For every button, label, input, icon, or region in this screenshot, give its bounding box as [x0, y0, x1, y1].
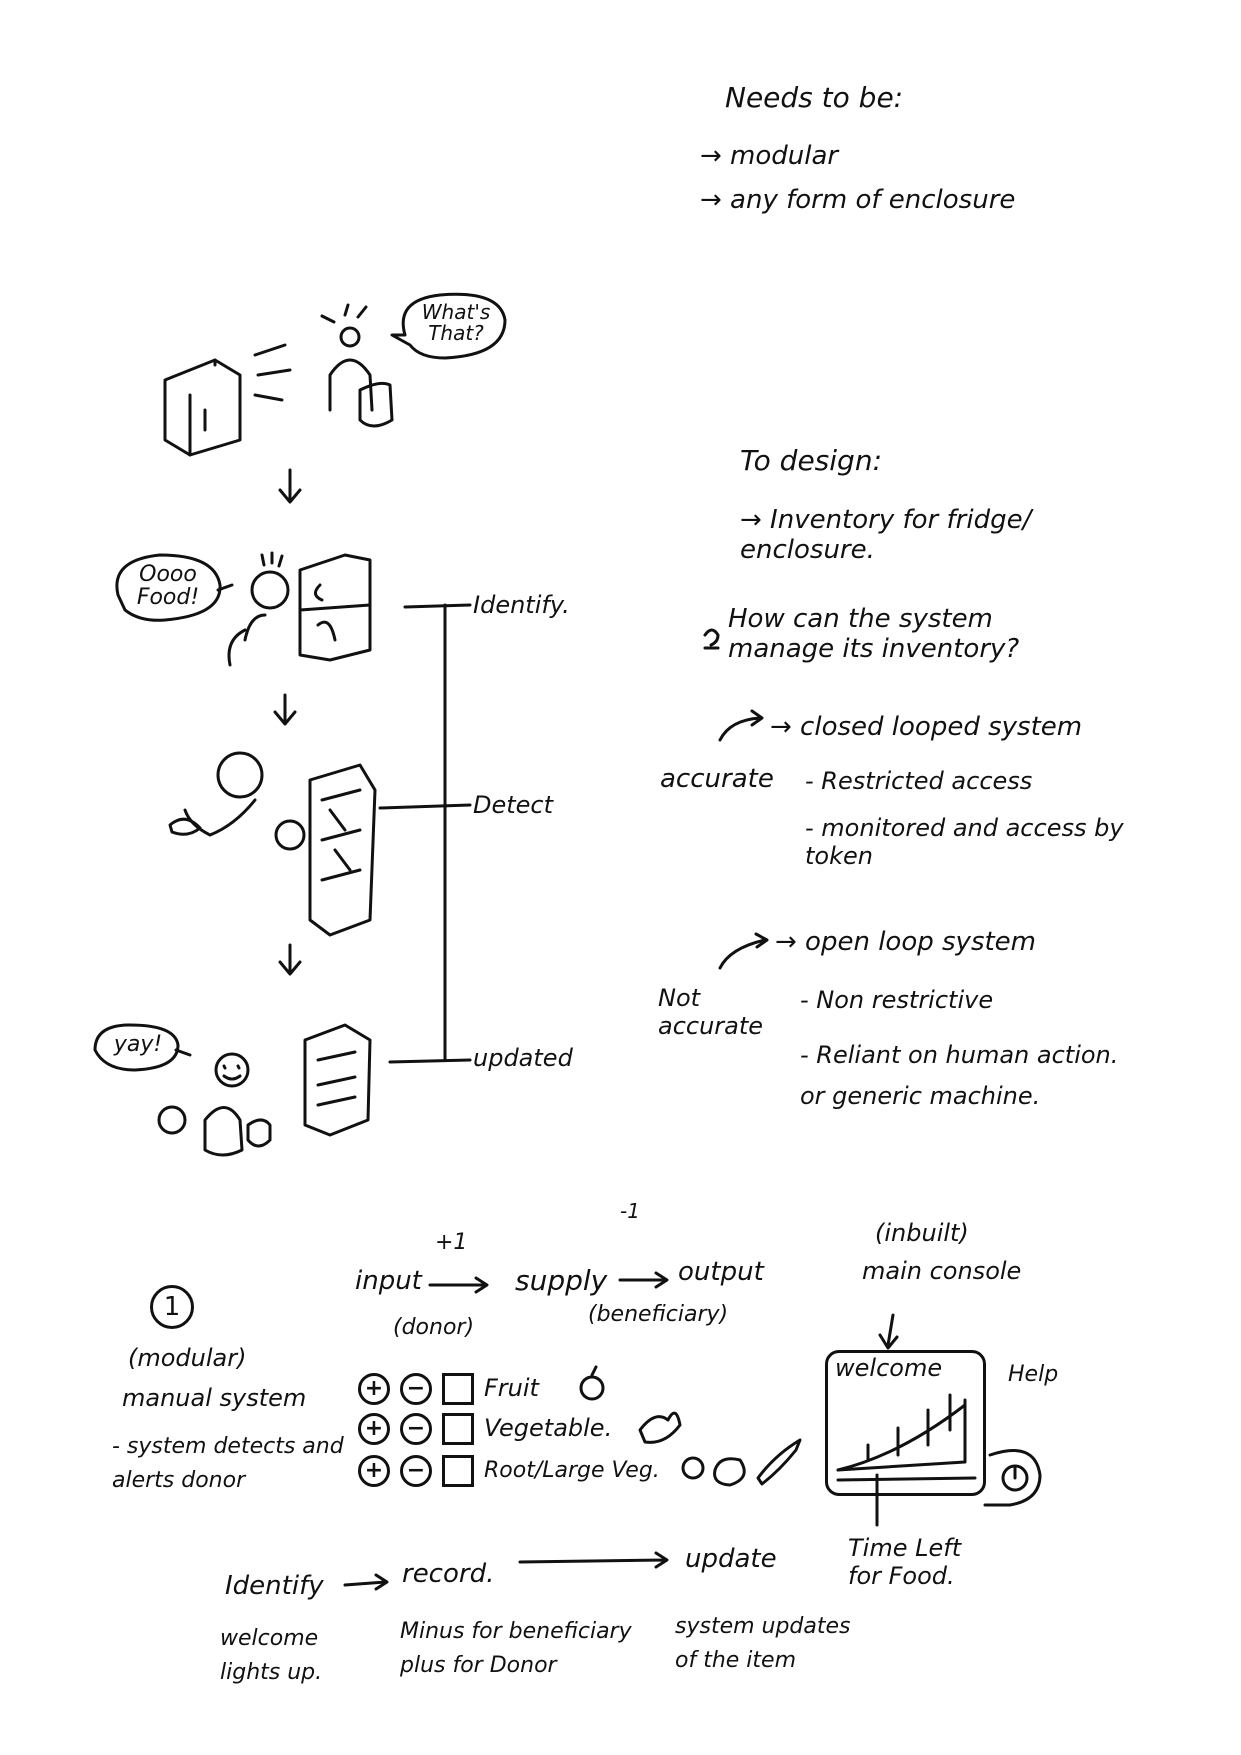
plus-one-label: +1 — [435, 1230, 468, 1255]
open-loop-label: Not accurate — [658, 984, 764, 1040]
console-dial — [983, 1449, 1042, 1507]
open-loop-point-1: - Non restrictive — [800, 986, 994, 1014]
fridge-sketch-3 — [308, 763, 377, 937]
arrow-down-1 — [278, 468, 302, 504]
arrow-down-2 — [273, 693, 297, 726]
console-chart — [836, 1393, 977, 1482]
console-welcome: welcome — [835, 1354, 943, 1382]
flow-identify-desc: welcome lights up. — [220, 1626, 323, 1686]
needs-item-enclosure: → any form of enclosure — [700, 185, 1016, 215]
fridge-sketch-2 — [298, 553, 372, 662]
person-sketch-2 — [227, 551, 290, 667]
flow-record: record. — [402, 1559, 495, 1589]
closed-loop-label: accurate — [660, 764, 774, 794]
arrow-identify-record — [343, 1573, 389, 1591]
needs-heading: Needs to be: — [725, 81, 904, 114]
closed-loop-title: → closed looped system — [770, 712, 1083, 742]
person-sketch-3 — [168, 751, 306, 851]
design-item-inventory: → Inventory for fridge/ enclosure. — [740, 505, 1032, 565]
arrow-supply-output — [618, 1271, 669, 1289]
flow-record-desc: Minus for beneficiary plus for Donor — [400, 1619, 632, 1679]
item-label: Fruit — [484, 1374, 539, 1403]
speech-bubble-2 — [115, 553, 234, 622]
bubble-oooo-food: Oooo Food! — [136, 562, 200, 611]
console-help-button[interactable]: Help — [1008, 1362, 1059, 1387]
minus-one-label: -1 — [620, 1199, 640, 1223]
time-left-label: Time Left for Food. — [848, 1534, 962, 1590]
supply-label: supply — [515, 1264, 608, 1297]
speech-bubble-1 — [390, 292, 507, 360]
arrow-down-3 — [278, 943, 302, 976]
flow-identify: Identify — [225, 1571, 324, 1601]
step-detect: Detect — [473, 791, 554, 819]
plus-button[interactable]: + — [358, 1373, 390, 1405]
flow-update-desc: system updates of the item — [675, 1614, 851, 1674]
fridge-sketch-4 — [303, 1023, 372, 1137]
minus-button[interactable]: − — [400, 1455, 432, 1487]
bubble-yay: yay! — [113, 1032, 163, 1057]
curve-arrow-closed — [718, 709, 764, 742]
checkbox[interactable] — [442, 1373, 474, 1405]
item-row-vegetable: + − Vegetable. — [358, 1413, 612, 1445]
person-sketch-4 — [157, 1052, 272, 1157]
output-label: output — [678, 1257, 764, 1287]
arrow-to-console — [878, 1313, 899, 1350]
console-screen — [825, 1350, 986, 1496]
donor-label: (donor) — [393, 1315, 475, 1340]
step-updated: updated — [473, 1044, 573, 1072]
plus-button[interactable]: + — [358, 1455, 390, 1487]
step-identify: Identify. — [473, 591, 570, 619]
root-veg-sketch — [681, 1438, 802, 1487]
person-sketch-1 — [320, 303, 394, 428]
curve-arrow-open — [718, 932, 769, 970]
arrow-input-supply — [428, 1276, 489, 1294]
bubble-whats-that: What's That? — [421, 300, 491, 345]
console-inbuilt-label: (inbuilt) — [875, 1219, 969, 1247]
item-label: Vegetable. — [484, 1414, 613, 1443]
fruit-sketch — [579, 1365, 605, 1401]
beneficiary-label: (beneficiary) — [588, 1302, 729, 1327]
vegetable-sketch — [638, 1411, 682, 1444]
system-modular-label: (modular) — [128, 1344, 247, 1372]
system-detect-label: - system detects and alerts donor — [112, 1434, 344, 1494]
arrow-record-update — [518, 1551, 669, 1569]
fridge-sketch-1 — [163, 343, 292, 457]
console-main-label: main console — [862, 1257, 1022, 1285]
question-icon — [703, 628, 720, 650]
design-question: How can the system manage its inventory? — [728, 604, 1020, 664]
minus-button[interactable]: − — [400, 1413, 432, 1445]
closed-loop-point-1: - Restricted access — [805, 767, 1033, 795]
minus-button[interactable]: − — [400, 1373, 432, 1405]
checkbox[interactable] — [442, 1413, 474, 1445]
flow-update: update — [685, 1544, 777, 1574]
closed-loop-point-2: - monitored and access by token — [805, 814, 1124, 870]
needs-item-modular: → modular — [700, 141, 839, 171]
item-row-fruit: + − Fruit — [358, 1373, 539, 1405]
process-bracket — [378, 603, 472, 1064]
open-loop-point-2: - Reliant on human action. or generic ma… — [800, 1041, 1119, 1110]
input-label: input — [355, 1266, 422, 1296]
item-label: Root/Large Veg. — [484, 1458, 660, 1484]
open-loop-title: → open loop system — [775, 927, 1037, 957]
design-heading: To design: — [740, 444, 882, 477]
system-manual-label: manual system — [122, 1384, 307, 1412]
section-number-badge: 1 — [150, 1285, 194, 1329]
checkbox[interactable] — [442, 1455, 474, 1487]
speech-bubble-3 — [93, 1023, 192, 1072]
plus-button[interactable]: + — [358, 1413, 390, 1445]
item-row-root-veg: + − Root/Large Veg. — [358, 1455, 660, 1487]
